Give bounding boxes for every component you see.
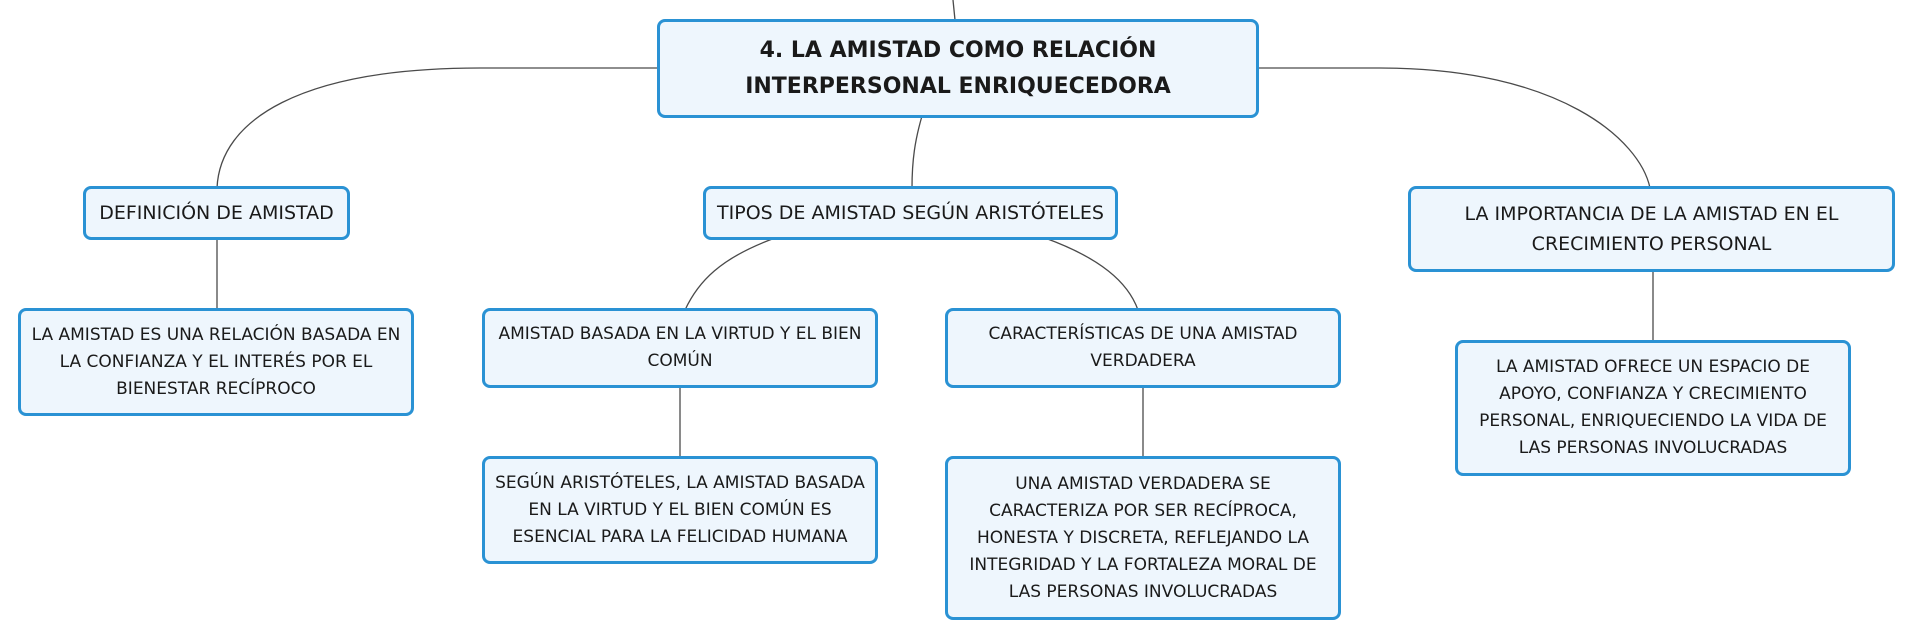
connector-tipos-to-caracteristicas <box>1044 237 1139 311</box>
node-tipos-label: TIPOS DE AMISTAD SEGÚN ARISTÓTELES <box>717 202 1104 224</box>
root-node[interactable]: 4. LA AMISTAD COMO RELACIÓN INTERPERSONA… <box>657 19 1259 118</box>
node-importancia-label: LA IMPORTANCIA DE LA AMISTAD EN EL CRECI… <box>1464 203 1839 255</box>
connector-root-to-definicion <box>216 67 658 189</box>
node-definicion-detail-label: LA AMISTAD ES UNA RELACIÓN BASADA EN LA … <box>31 324 401 399</box>
node-definicion-label: DEFINICIÓN DE AMISTAD <box>99 202 334 224</box>
node-definicion-detail[interactable]: LA AMISTAD ES UNA RELACIÓN BASADA EN LA … <box>18 308 414 416</box>
connector-root-to-tipos <box>911 115 923 189</box>
node-caracteristicas-detail[interactable]: UNA AMISTAD VERDADERA SE CARACTERIZA POR… <box>945 456 1341 620</box>
connector-parent-to-root <box>952 0 956 21</box>
connector-root-to-importancia <box>1255 67 1651 189</box>
node-importancia-detail[interactable]: LA AMISTAD OFRECE UN ESPACIO DE APOYO, C… <box>1455 340 1851 476</box>
node-definicion[interactable]: DEFINICIÓN DE AMISTAD <box>83 186 350 240</box>
node-caracteristicas[interactable]: CARACTERÍSTICAS DE UNA AMISTAD VERDADERA <box>945 308 1341 388</box>
node-caracteristicas-label: CARACTERÍSTICAS DE UNA AMISTAD VERDADERA <box>988 324 1298 371</box>
connector-tipos-to-virtud <box>684 237 776 311</box>
node-virtud-label: AMISTAD BASADA EN LA VIRTUD Y EL BIEN CO… <box>498 324 862 371</box>
root-node-label: 4. LA AMISTAD COMO RELACIÓN INTERPERSONA… <box>745 37 1171 99</box>
node-virtud-detail[interactable]: SEGÚN ARISTÓTELES, LA AMISTAD BASADA EN … <box>482 456 878 564</box>
node-tipos[interactable]: TIPOS DE AMISTAD SEGÚN ARISTÓTELES <box>703 186 1118 240</box>
node-importancia-detail-label: LA AMISTAD OFRECE UN ESPACIO DE APOYO, C… <box>1479 357 1827 458</box>
node-caracteristicas-detail-label: UNA AMISTAD VERDADERA SE CARACTERIZA POR… <box>969 473 1317 602</box>
node-virtud-detail-label: SEGÚN ARISTÓTELES, LA AMISTAD BASADA EN … <box>495 472 865 547</box>
node-virtud[interactable]: AMISTAD BASADA EN LA VIRTUD Y EL BIEN CO… <box>482 308 878 388</box>
node-importancia[interactable]: LA IMPORTANCIA DE LA AMISTAD EN EL CRECI… <box>1408 186 1895 272</box>
